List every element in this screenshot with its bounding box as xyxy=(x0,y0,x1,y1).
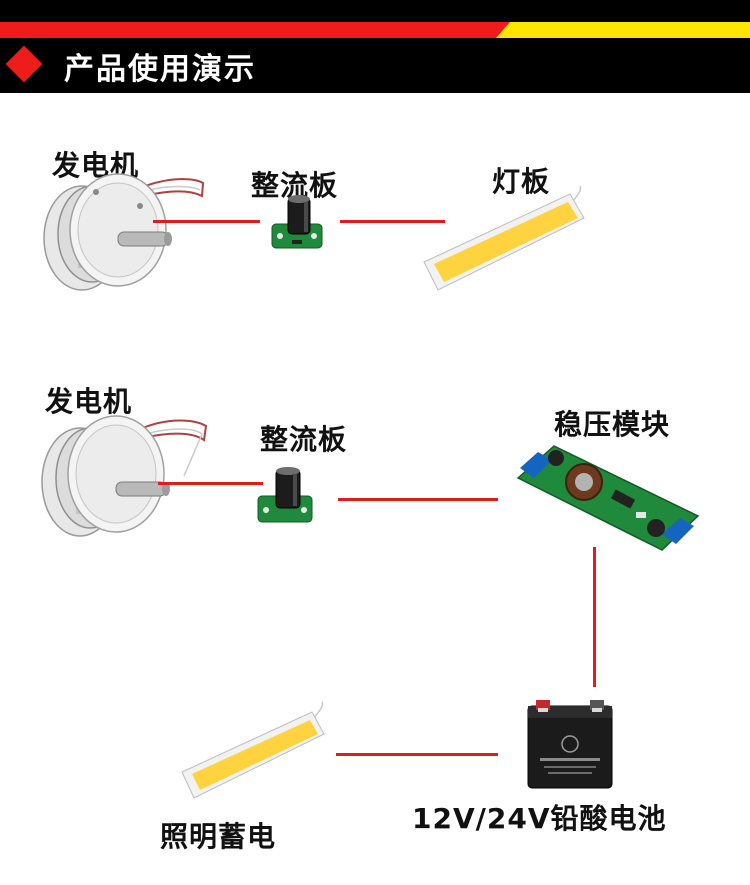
voltage-regulator-icon xyxy=(516,445,700,551)
header-yellow-stripe xyxy=(496,22,750,38)
wire-regulator-battery xyxy=(593,547,596,687)
section-title: 产品使用演示 xyxy=(64,52,256,87)
header-bar: 产品使用演示 xyxy=(0,0,750,93)
lamp-label-1: 灯板 xyxy=(492,165,551,198)
header-red-stripe xyxy=(0,22,510,38)
battery-icon xyxy=(527,700,613,789)
wire-rectifier-lamp-1 xyxy=(340,220,445,223)
rectifier-board-icon xyxy=(271,195,323,249)
wire-generator-rectifier-2 xyxy=(158,482,263,485)
regulator-label: 稳压模块 xyxy=(554,408,671,441)
diamond-icon xyxy=(5,45,43,83)
led-panel-icon xyxy=(181,701,325,799)
rectifier-board-icon xyxy=(257,467,313,523)
wire-rectifier-regulator xyxy=(338,498,498,501)
battery-label: 12V/24V铅酸电池 xyxy=(412,802,667,835)
generator-icon xyxy=(41,415,208,537)
generator-label-2: 发电机 xyxy=(45,385,133,418)
led-panel-icon xyxy=(423,186,585,291)
wire-battery-lamp xyxy=(336,753,498,756)
lighting-label: 照明蓄电 xyxy=(160,820,277,853)
generator-icon xyxy=(43,173,205,291)
rectifier-label-2: 整流板 xyxy=(260,423,348,456)
wire-generator-rectifier-1 xyxy=(153,220,260,223)
